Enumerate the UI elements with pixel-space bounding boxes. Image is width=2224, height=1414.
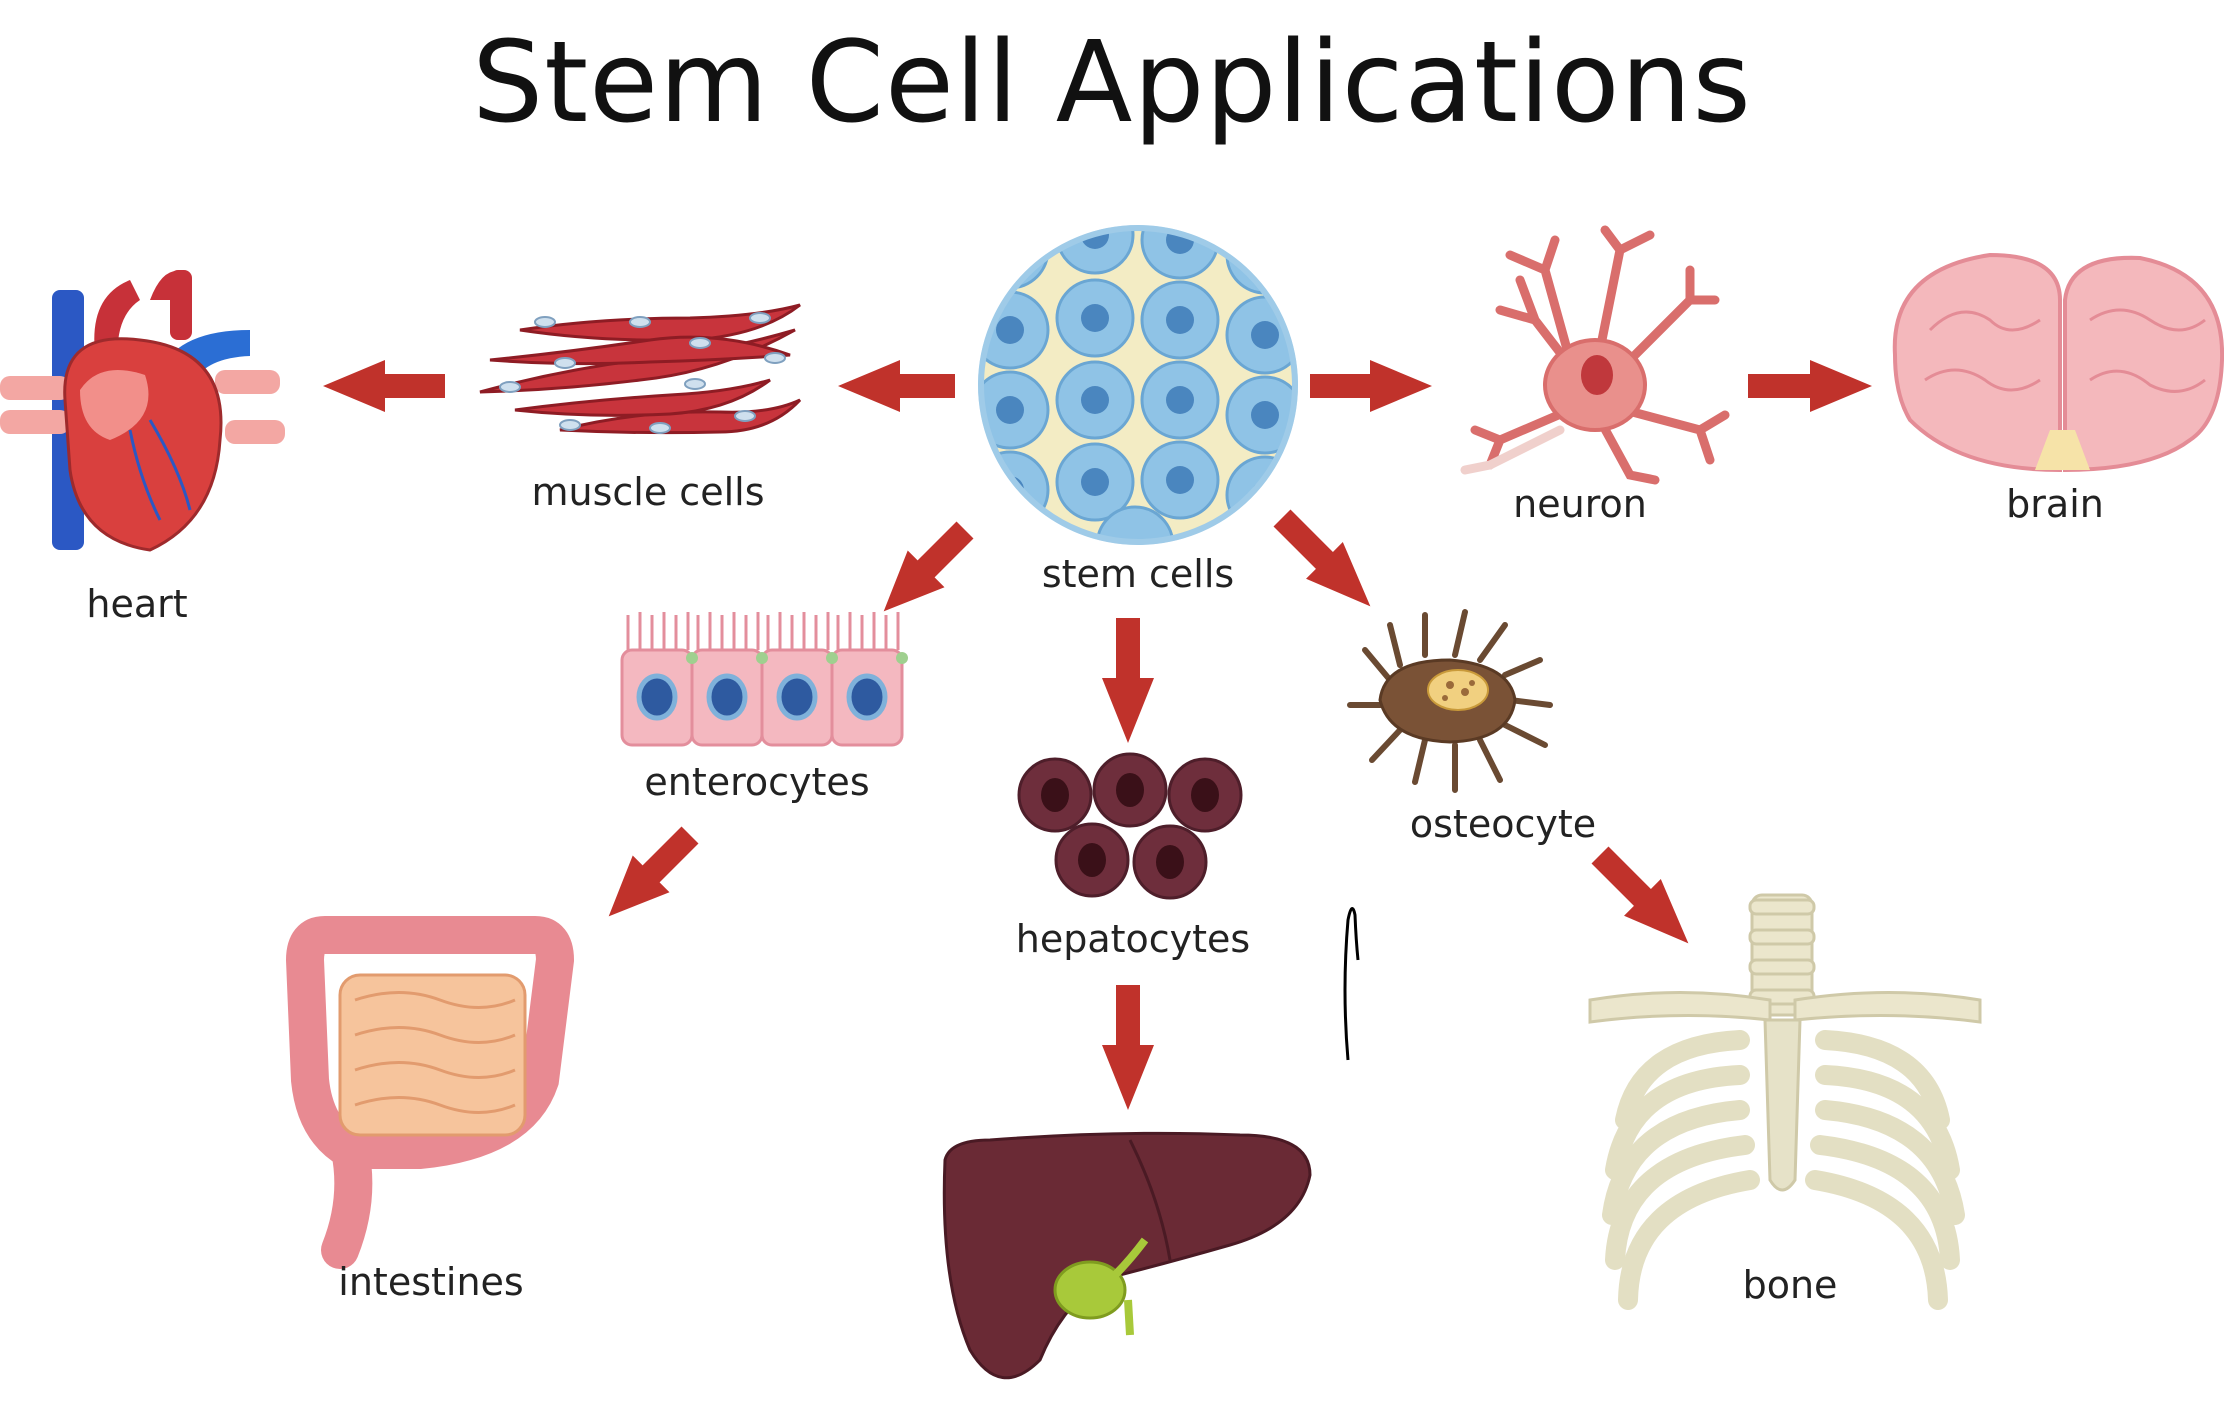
- label-heart: heart: [86, 582, 188, 626]
- label-bone: bone: [1742, 1263, 1838, 1307]
- arrow-neuron-to-brain: [1748, 360, 1872, 412]
- label-brain: brain: [2006, 482, 2104, 526]
- heart-illustration: [0, 270, 285, 552]
- label-enterocytes: enterocytes: [644, 760, 870, 804]
- intestines-illustration: [285, 916, 575, 1269]
- neuron-illustration: [1460, 225, 1730, 485]
- label-hepatocytes: hepatocytes: [1015, 917, 1251, 961]
- arrow-stem-to-osteocyte: [1273, 509, 1371, 607]
- hepatocytes-illustration: [1017, 752, 1243, 900]
- label-osteocyte: osteocyte: [1409, 802, 1597, 846]
- liver-illustration: [942, 1131, 1312, 1380]
- muscle-cells-illustration: [479, 303, 802, 435]
- arrow-stem-to-muscle: [838, 360, 955, 412]
- arrow-hepatocytes-to-liver: [1102, 985, 1154, 1110]
- label-muscle-cells: muscle cells: [531, 470, 765, 514]
- arrow-stem-to-enterocytes: [883, 521, 974, 612]
- stem-cells-illustration: [978, 225, 1298, 545]
- arrow-muscle-to-heart: [323, 360, 445, 412]
- bone-illustration: [1588, 893, 1982, 1310]
- enterocytes-illustration: [620, 612, 908, 747]
- pen-stroke-mark: [1343, 907, 1360, 1061]
- diagram-title: Stem Cell Applications: [472, 18, 1752, 148]
- brain-illustration: [1892, 252, 2224, 473]
- arrow-stem-to-hepatocytes: [1102, 618, 1154, 743]
- arrow-osteocyte-to-bone: [1591, 846, 1689, 944]
- label-stem-cells: stem cells: [1041, 552, 1235, 596]
- arrow-stem-to-neuron: [1310, 360, 1432, 412]
- osteocyte-illustration: [1347, 609, 1553, 793]
- label-intestines: intestines: [338, 1260, 524, 1304]
- arrows: [323, 360, 1872, 1110]
- arrow-enterocytes-to-intestines: [608, 826, 699, 917]
- label-neuron: neuron: [1513, 482, 1647, 526]
